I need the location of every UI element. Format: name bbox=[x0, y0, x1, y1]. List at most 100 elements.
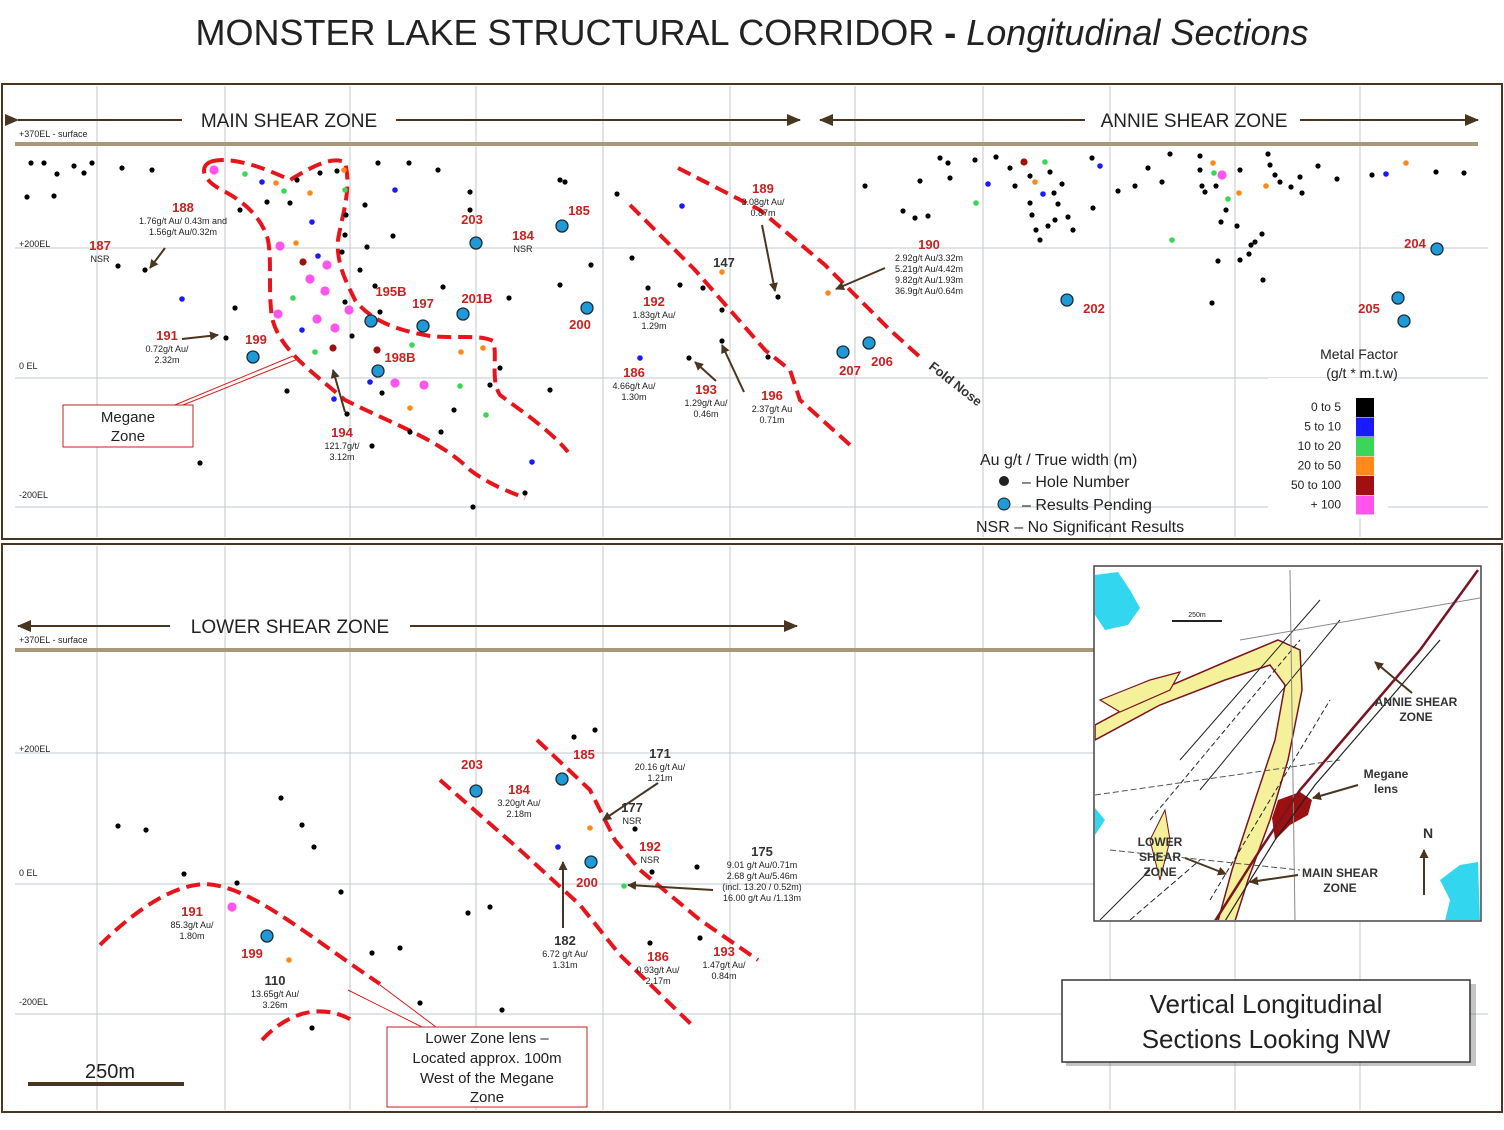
drillhole-pierce-point bbox=[945, 160, 951, 166]
drillhole-pierce-point bbox=[1051, 190, 1057, 196]
drillhole-pierce-point bbox=[1218, 219, 1224, 225]
drillhole-pierce-point bbox=[242, 171, 248, 177]
drillhole-pierce-point bbox=[972, 157, 978, 163]
drillhole-pierce-point bbox=[1217, 170, 1227, 180]
hole-number-label: 184 bbox=[512, 228, 534, 243]
drillhole-pierce-point bbox=[28, 160, 34, 166]
hole-number-label: 185 bbox=[568, 203, 590, 218]
assay-result-text: 1.76g/t Au/ 0.43m and bbox=[139, 216, 227, 226]
assay-result-text: 1.47g/t Au/ bbox=[702, 960, 746, 970]
drillhole-pierce-point bbox=[181, 871, 187, 877]
drillhole-pierce-point bbox=[1223, 207, 1229, 213]
hole-number-label: 192 bbox=[643, 294, 665, 309]
assay-result-text: 1.83g/t Au/ bbox=[632, 310, 676, 320]
drillhole-pierce-point bbox=[407, 429, 413, 435]
drillhole-pierce-point bbox=[290, 295, 296, 301]
assay-result-text: 2.68 g/t Au/5.46m bbox=[727, 871, 798, 881]
drillhole-pierce-point bbox=[529, 459, 535, 465]
top-panel-frame bbox=[1, 83, 1503, 540]
hole-number-label: 191 bbox=[181, 904, 203, 919]
drillhole-pierce-point bbox=[1297, 174, 1303, 180]
inset-main-1: MAIN SHEAR bbox=[1302, 866, 1378, 880]
hole-number-label: 196 bbox=[761, 388, 783, 403]
assay-result-text: 3.08g/t Au/ bbox=[741, 197, 785, 207]
hole-number-label: 198B bbox=[384, 350, 415, 365]
hole-number-label: 199 bbox=[245, 332, 267, 347]
assay-result-text: 36.9g/t Au/0.64m bbox=[895, 286, 963, 296]
hole-number-label: 197 bbox=[412, 296, 434, 311]
drillhole-pierce-point bbox=[1033, 227, 1039, 233]
drillhole-pierce-point bbox=[592, 727, 598, 733]
hole-number-label: 185 bbox=[573, 747, 595, 762]
drillhole-pierce-point bbox=[1169, 237, 1175, 243]
legend: Au g/t / True width (m) – Hole Number – … bbox=[976, 346, 1398, 536]
bottom-el-surface: +370EL - surface bbox=[19, 635, 87, 645]
hole-number-label: 110 bbox=[265, 973, 286, 988]
drillhole-pierce-point bbox=[1199, 183, 1205, 189]
drillhole-pierce-point bbox=[694, 864, 700, 870]
drillhole-pierce-point bbox=[349, 333, 355, 339]
assay-result-text: 9.82g/t Au/1.93m bbox=[895, 275, 963, 285]
drillhole-pierce-point bbox=[344, 305, 354, 315]
assay-result-text: 3.20g/t Au/ bbox=[497, 798, 541, 808]
assay-result-text: (incl. 13.20 / 0.52m) bbox=[722, 882, 802, 892]
drillhole-pierce-point bbox=[119, 165, 125, 171]
assay-result-text: 16.00 g/t Au /1.13m bbox=[723, 893, 801, 903]
assay-result-text: NSR bbox=[622, 816, 642, 826]
drillhole-pierce-point bbox=[765, 354, 771, 360]
drillhole-pierce-point bbox=[1236, 190, 1242, 196]
drillhole-pierce-point bbox=[322, 260, 332, 270]
drillhole-pierce-point bbox=[115, 263, 121, 269]
assay-result-text: 4.66g/t Au/ bbox=[612, 381, 656, 391]
drillhole-pierce-point bbox=[1027, 200, 1033, 206]
assay-result-text: 2.32m bbox=[154, 355, 179, 365]
legend-hole-dot bbox=[999, 476, 1009, 486]
drillhole-pierce-point bbox=[1237, 257, 1243, 263]
drillhole-pierce-point bbox=[237, 207, 243, 213]
drillhole-pierce-point bbox=[700, 285, 706, 291]
assay-result-text: 2.92g/t Au/3.32m bbox=[895, 253, 963, 263]
assay-result-text: 1.30m bbox=[621, 392, 646, 402]
drillhole-pierce-point bbox=[973, 200, 979, 206]
drillhole-pierce-point bbox=[343, 212, 349, 218]
mf-title-2: (g/t * m.t.w) bbox=[1326, 365, 1398, 381]
drillhole-pierce-point bbox=[341, 167, 347, 173]
results-pending-marker bbox=[260, 929, 274, 943]
drillhole-pierce-point bbox=[234, 880, 240, 886]
drillhole-pierce-point bbox=[937, 155, 943, 161]
assay-result-text: NSR bbox=[90, 254, 110, 264]
drillhole-pierce-point bbox=[1055, 201, 1061, 207]
assay-result-text: 0.46m bbox=[693, 409, 718, 419]
drillhole-pierce-point bbox=[1052, 217, 1058, 223]
hole-number-label: 184 bbox=[508, 782, 530, 797]
inset-yellow-band-2 bbox=[1098, 671, 1182, 713]
drillhole-pierce-point bbox=[1032, 179, 1038, 185]
drillhole-pierce-point bbox=[440, 284, 446, 290]
drillhole-pierce-point bbox=[451, 407, 457, 413]
inset-yellow-band-3 bbox=[1149, 808, 1171, 881]
assay-result-text: 85.3g/t Au/ bbox=[170, 920, 214, 930]
assay-result-text: 1.29m bbox=[641, 321, 666, 331]
assay-result-text: 1.21m bbox=[647, 773, 672, 783]
drillhole-pierce-point bbox=[1065, 214, 1071, 220]
hole-number-label: 199 bbox=[241, 946, 263, 961]
hole-number-label: 194 bbox=[331, 425, 353, 440]
assay-result-text: 2.37g/t Au bbox=[752, 404, 793, 414]
mf-swatch bbox=[1356, 495, 1374, 515]
drillhole-pierce-point bbox=[1246, 251, 1252, 257]
inset-location-map: 250m ANNIE SHEAR ZONE Megane lens LOWER … bbox=[1093, 565, 1482, 922]
mf-label: 20 to 50 bbox=[1298, 459, 1342, 473]
drillhole-pierce-point bbox=[142, 267, 148, 273]
lens-line2: Located approx. 100m bbox=[412, 1050, 561, 1067]
drillhole-pierce-point bbox=[299, 258, 307, 266]
drillhole-pierce-point bbox=[1202, 189, 1208, 195]
inset-faults bbox=[1095, 569, 1480, 920]
caption-line1: Vertical Longitudinal bbox=[1150, 989, 1383, 1019]
results-pending-marker bbox=[246, 350, 260, 364]
drillhole-pierce-point bbox=[467, 207, 473, 213]
inset-lake-3 bbox=[1095, 808, 1105, 835]
inset-lake-2 bbox=[1440, 862, 1480, 920]
drillhole-pierce-point bbox=[947, 175, 953, 181]
